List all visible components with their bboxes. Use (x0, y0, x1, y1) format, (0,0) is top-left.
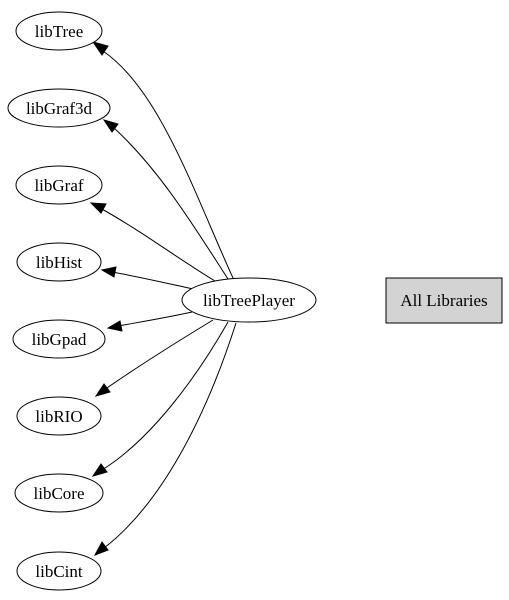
node-label-libcore: libCore (34, 484, 85, 503)
all-libraries-box (385, 277, 503, 324)
arrowhead-libgraf3d (102, 119, 119, 133)
node-label-libtreeplayer: libTreePlayer (203, 291, 295, 310)
node-libtree[interactable]: libTree (15, 11, 103, 51)
arrowhead-libcore (91, 463, 108, 477)
arrowhead-librio (94, 383, 111, 397)
all-libraries-label: All Libraries (400, 291, 487, 310)
node-label-libgraf: libGraf (34, 176, 83, 195)
node-libgpad[interactable]: libGpad (12, 319, 106, 359)
edge-libtreeplayer-to-libgraf (99, 207, 216, 282)
edge-libtreeplayer-to-libtree (102, 50, 234, 279)
node-librio[interactable]: libRIO (16, 396, 102, 436)
node-libgraf[interactable]: libGraf (15, 165, 103, 205)
node-libcore[interactable]: libCore (14, 473, 104, 513)
edge-libtreeplayer-to-librio (103, 319, 214, 391)
edge-libtreeplayer-to-libgraf3d (112, 126, 229, 280)
node-libhist[interactable]: libHist (16, 242, 102, 282)
node-label-libcint: libCint (35, 562, 83, 581)
node-label-librio: libRIO (35, 407, 82, 426)
arrowhead-libgraf (89, 202, 107, 214)
node-libgraf3d[interactable]: libGraf3d (7, 88, 111, 128)
arrowhead-libhist (100, 266, 117, 278)
node-label-libgraf3d: libGraf3d (26, 99, 93, 118)
edge-libtreeplayer-to-libcore (101, 321, 229, 471)
node-libtreeplayer[interactable]: libTreePlayer (181, 277, 317, 323)
arrowhead-libgpad (106, 320, 123, 332)
node-label-libtree: libTree (35, 22, 84, 41)
arrowhead-libcint (93, 541, 109, 556)
edges (89, 41, 237, 556)
node-libcint[interactable]: libCint (16, 551, 102, 591)
edge-libtreeplayer-to-libgpad (117, 311, 193, 327)
edge-libtreeplayer-to-libcint (103, 322, 237, 549)
node-label-libgpad: libGpad (32, 330, 87, 349)
arrowhead-libtree (91, 41, 109, 56)
node-label-libhist: libHist (36, 253, 83, 272)
all-libraries-button[interactable]: All Libraries (385, 277, 503, 324)
edge-libtreeplayer-to-libhist (111, 271, 199, 291)
